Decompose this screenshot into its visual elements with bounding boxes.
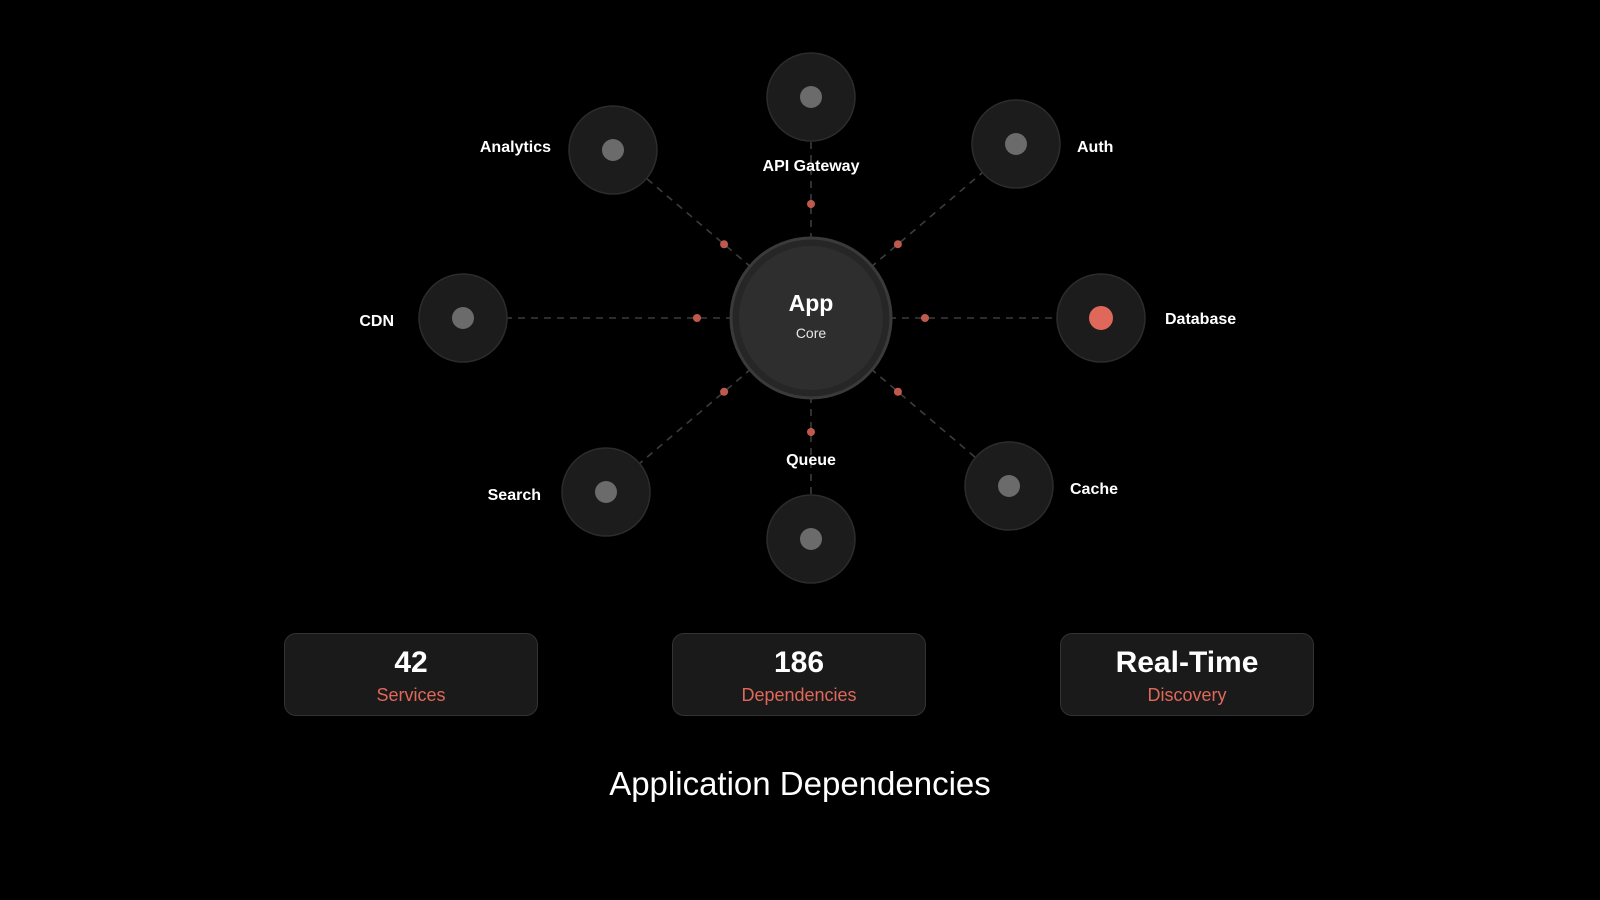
node-label: Search	[488, 487, 541, 504]
node-database[interactable]: Database	[1056, 273, 1236, 363]
stat-value: Real-Time	[1115, 646, 1259, 679]
node-label: API Gateway	[763, 158, 860, 175]
node-status-dot	[998, 475, 1020, 497]
node-queue[interactable]: Queue	[766, 452, 856, 584]
edge-marker-auth	[893, 240, 902, 249]
stat-card-services: 42 Services	[284, 633, 538, 716]
node-label: Database	[1165, 311, 1236, 328]
edge-marker-database	[921, 314, 929, 322]
page-title: Application Dependencies	[609, 765, 991, 802]
node-status-dot	[800, 528, 822, 550]
stat-label: Discovery	[1147, 685, 1227, 705]
edge-marker-cache	[893, 387, 902, 396]
node-analytics[interactable]: Analytics	[480, 105, 658, 195]
edge-marker-analytics	[720, 240, 729, 249]
stat-value: 42	[394, 646, 428, 679]
node-status-dot	[800, 86, 822, 108]
node-cache[interactable]: Cache	[964, 441, 1118, 531]
node-label: Cache	[1070, 481, 1118, 498]
node-status-dot	[602, 139, 624, 161]
edge-marker-cdn	[693, 314, 701, 322]
node-auth[interactable]: Auth	[971, 99, 1113, 189]
node-status-dot	[452, 307, 474, 329]
node-label: Auth	[1077, 139, 1113, 156]
node-status-dot-active	[1089, 306, 1113, 330]
core-node-subtitle: Core	[796, 325, 827, 341]
node-label: Analytics	[480, 139, 551, 156]
node-label: CDN	[359, 313, 394, 330]
stat-card-discovery: Real-Time Discovery	[1060, 633, 1314, 716]
edge-marker-api-gateway	[807, 200, 815, 208]
node-label: Queue	[786, 452, 836, 469]
stat-label: Services	[376, 685, 446, 705]
stat-value: 186	[773, 646, 825, 679]
node-search[interactable]: Search	[488, 447, 651, 537]
edge-marker-search	[720, 387, 729, 396]
node-status-dot	[595, 481, 617, 503]
node-api-gateway[interactable]: API Gateway	[763, 52, 860, 175]
stat-card-dependencies: 186 Dependencies	[672, 633, 926, 716]
edge-marker-queue	[807, 428, 815, 436]
stat-label: Dependencies	[741, 685, 857, 705]
core-node-title: App	[789, 290, 834, 316]
core-node-inner	[739, 246, 883, 390]
node-status-dot	[1005, 133, 1027, 155]
core-node[interactable]: App Core	[729, 236, 893, 400]
node-cdn[interactable]: CDN	[359, 273, 508, 363]
